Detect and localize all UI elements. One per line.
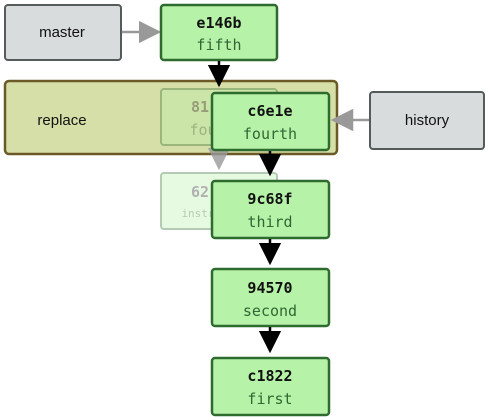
- commit-94570-box: [210, 267, 331, 328]
- commit-94570-hash: 94570: [247, 279, 292, 297]
- ghost-commit-instructions-hash: 62: [191, 183, 209, 201]
- master-ref: master: [4, 4, 122, 61]
- commit-c1822-message: first: [247, 390, 292, 408]
- commit-c6e1e-box: [210, 91, 331, 152]
- commit-c6e1e-message: fourth: [243, 125, 297, 143]
- commit-e146b-message: fifth: [196, 36, 241, 54]
- master-ref-label: master: [39, 24, 85, 41]
- commit-e146b-box: [159, 3, 279, 62]
- commit-c1822: c1822 first: [210, 356, 331, 417]
- ghost-commit-instructions-message: instr: [181, 207, 214, 220]
- commit-9c68f: 9c68f third: [210, 179, 331, 240]
- commit-9c68f-box: [210, 179, 331, 240]
- commit-c1822-box: [210, 356, 331, 417]
- commit-94570-message: second: [243, 302, 297, 320]
- commit-c6e1e-hash: c6e1e: [247, 102, 292, 120]
- ghost-commit-replaced-message: fou: [189, 121, 216, 139]
- commit-c1822-hash: c1822: [247, 367, 292, 385]
- history-ref-box: [369, 91, 485, 150]
- commit-94570: 94570 second: [210, 267, 331, 328]
- ghost-commit-replaced-hash: 81: [191, 98, 209, 116]
- history-ref: history: [369, 91, 485, 150]
- replace-label: replace: [37, 112, 86, 129]
- history-ref-label: history: [405, 112, 450, 129]
- commit-c6e1e: c6e1e fourth: [210, 91, 331, 152]
- commit-e146b: e146b fifth: [159, 3, 279, 62]
- commit-9c68f-hash: 9c68f: [247, 190, 292, 208]
- commit-9c68f-message: third: [247, 213, 292, 231]
- commit-e146b-hash: e146b: [196, 14, 241, 32]
- master-ref-box: [4, 4, 122, 61]
